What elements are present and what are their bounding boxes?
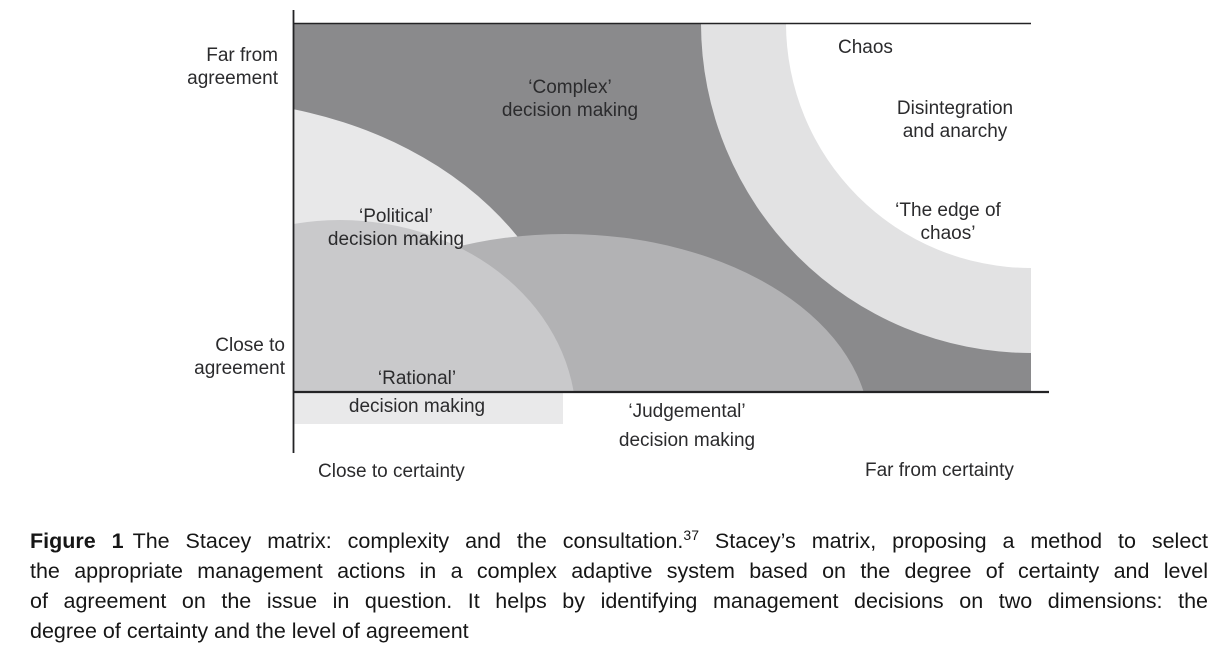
region-label-line: decision making <box>327 229 465 250</box>
figure-caption: Figure 1 The Stacey matrix: complexity an… <box>30 526 1208 646</box>
chaos-region-shape <box>786 24 1031 268</box>
y-axis-label-line: agreement <box>194 358 285 379</box>
y-axis-label-line: Close to <box>215 335 285 356</box>
region-label-complex: ‘Complex’ decision making <box>420 76 720 122</box>
region-label-political: ‘Political’ decision making <box>296 205 496 251</box>
region-label-line: and anarchy <box>902 121 1008 142</box>
region-label-line: decision making <box>618 430 756 451</box>
x-axis-label-far-from-certainty: Far from certainty <box>865 459 1014 482</box>
y-axis-label-far-from-agreement: Far from agreement <box>187 44 278 90</box>
region-label-line: Disintegration <box>896 98 1014 119</box>
caption-line-2: the appropriate management actions in a … <box>30 559 1208 583</box>
region-label-line: ‘Judgemental’ <box>628 401 746 422</box>
caption-line-1: Figure 1 The Stacey matrix: complexity an… <box>30 526 1208 556</box>
region-label-line: Chaos <box>838 37 893 58</box>
region-label-line: ‘The edge of <box>895 200 1001 221</box>
caption-figure-number: Figure 1 <box>30 529 124 553</box>
region-label-line: ‘Political’ <box>359 206 433 227</box>
x-axis-label-close-to-certainty: Close to certainty <box>318 460 465 483</box>
x-axis-label-line: Far from certainty <box>865 460 1014 481</box>
region-label-line: decision making <box>501 100 639 121</box>
x-axis-label-line: Close to certainty <box>318 461 465 482</box>
rational-region-shape <box>293 220 574 392</box>
region-label-rational: ‘Rational’ decision making <box>317 365 517 421</box>
caption-line-3: of agreement on the issue in question. I… <box>30 589 1208 613</box>
caption-text: Stacey’s matrix, proposing a method to s… <box>699 529 1208 553</box>
region-label-line: decision making <box>348 396 486 417</box>
region-label-line: ‘Complex’ <box>528 77 612 98</box>
region-label-judgemental: ‘Judgemental’ decision making <box>562 397 812 455</box>
region-label-line: ‘Rational’ <box>377 368 457 389</box>
region-label-line: chaos’ <box>920 223 976 244</box>
caption-line-4: degree of certainty and the level of agr… <box>30 619 469 643</box>
rational-band-shape <box>293 393 563 424</box>
caption-reference-superscript: 37 <box>683 526 699 543</box>
region-label-disintegration: Disintegration and anarchy <box>855 97 1055 143</box>
stacey-matrix-diagram <box>292 10 1049 453</box>
y-axis-label-close-to-agreement: Close to agreement <box>194 334 285 380</box>
y-axis-label-line: agreement <box>187 68 278 89</box>
y-axis-label-line: Far from <box>206 45 278 66</box>
region-label-edge-of-chaos: ‘The edge of chaos’ <box>848 199 1048 245</box>
region-label-chaos: Chaos <box>838 36 893 59</box>
caption-title: The Stacey matrix: complexity and the co… <box>132 529 684 553</box>
